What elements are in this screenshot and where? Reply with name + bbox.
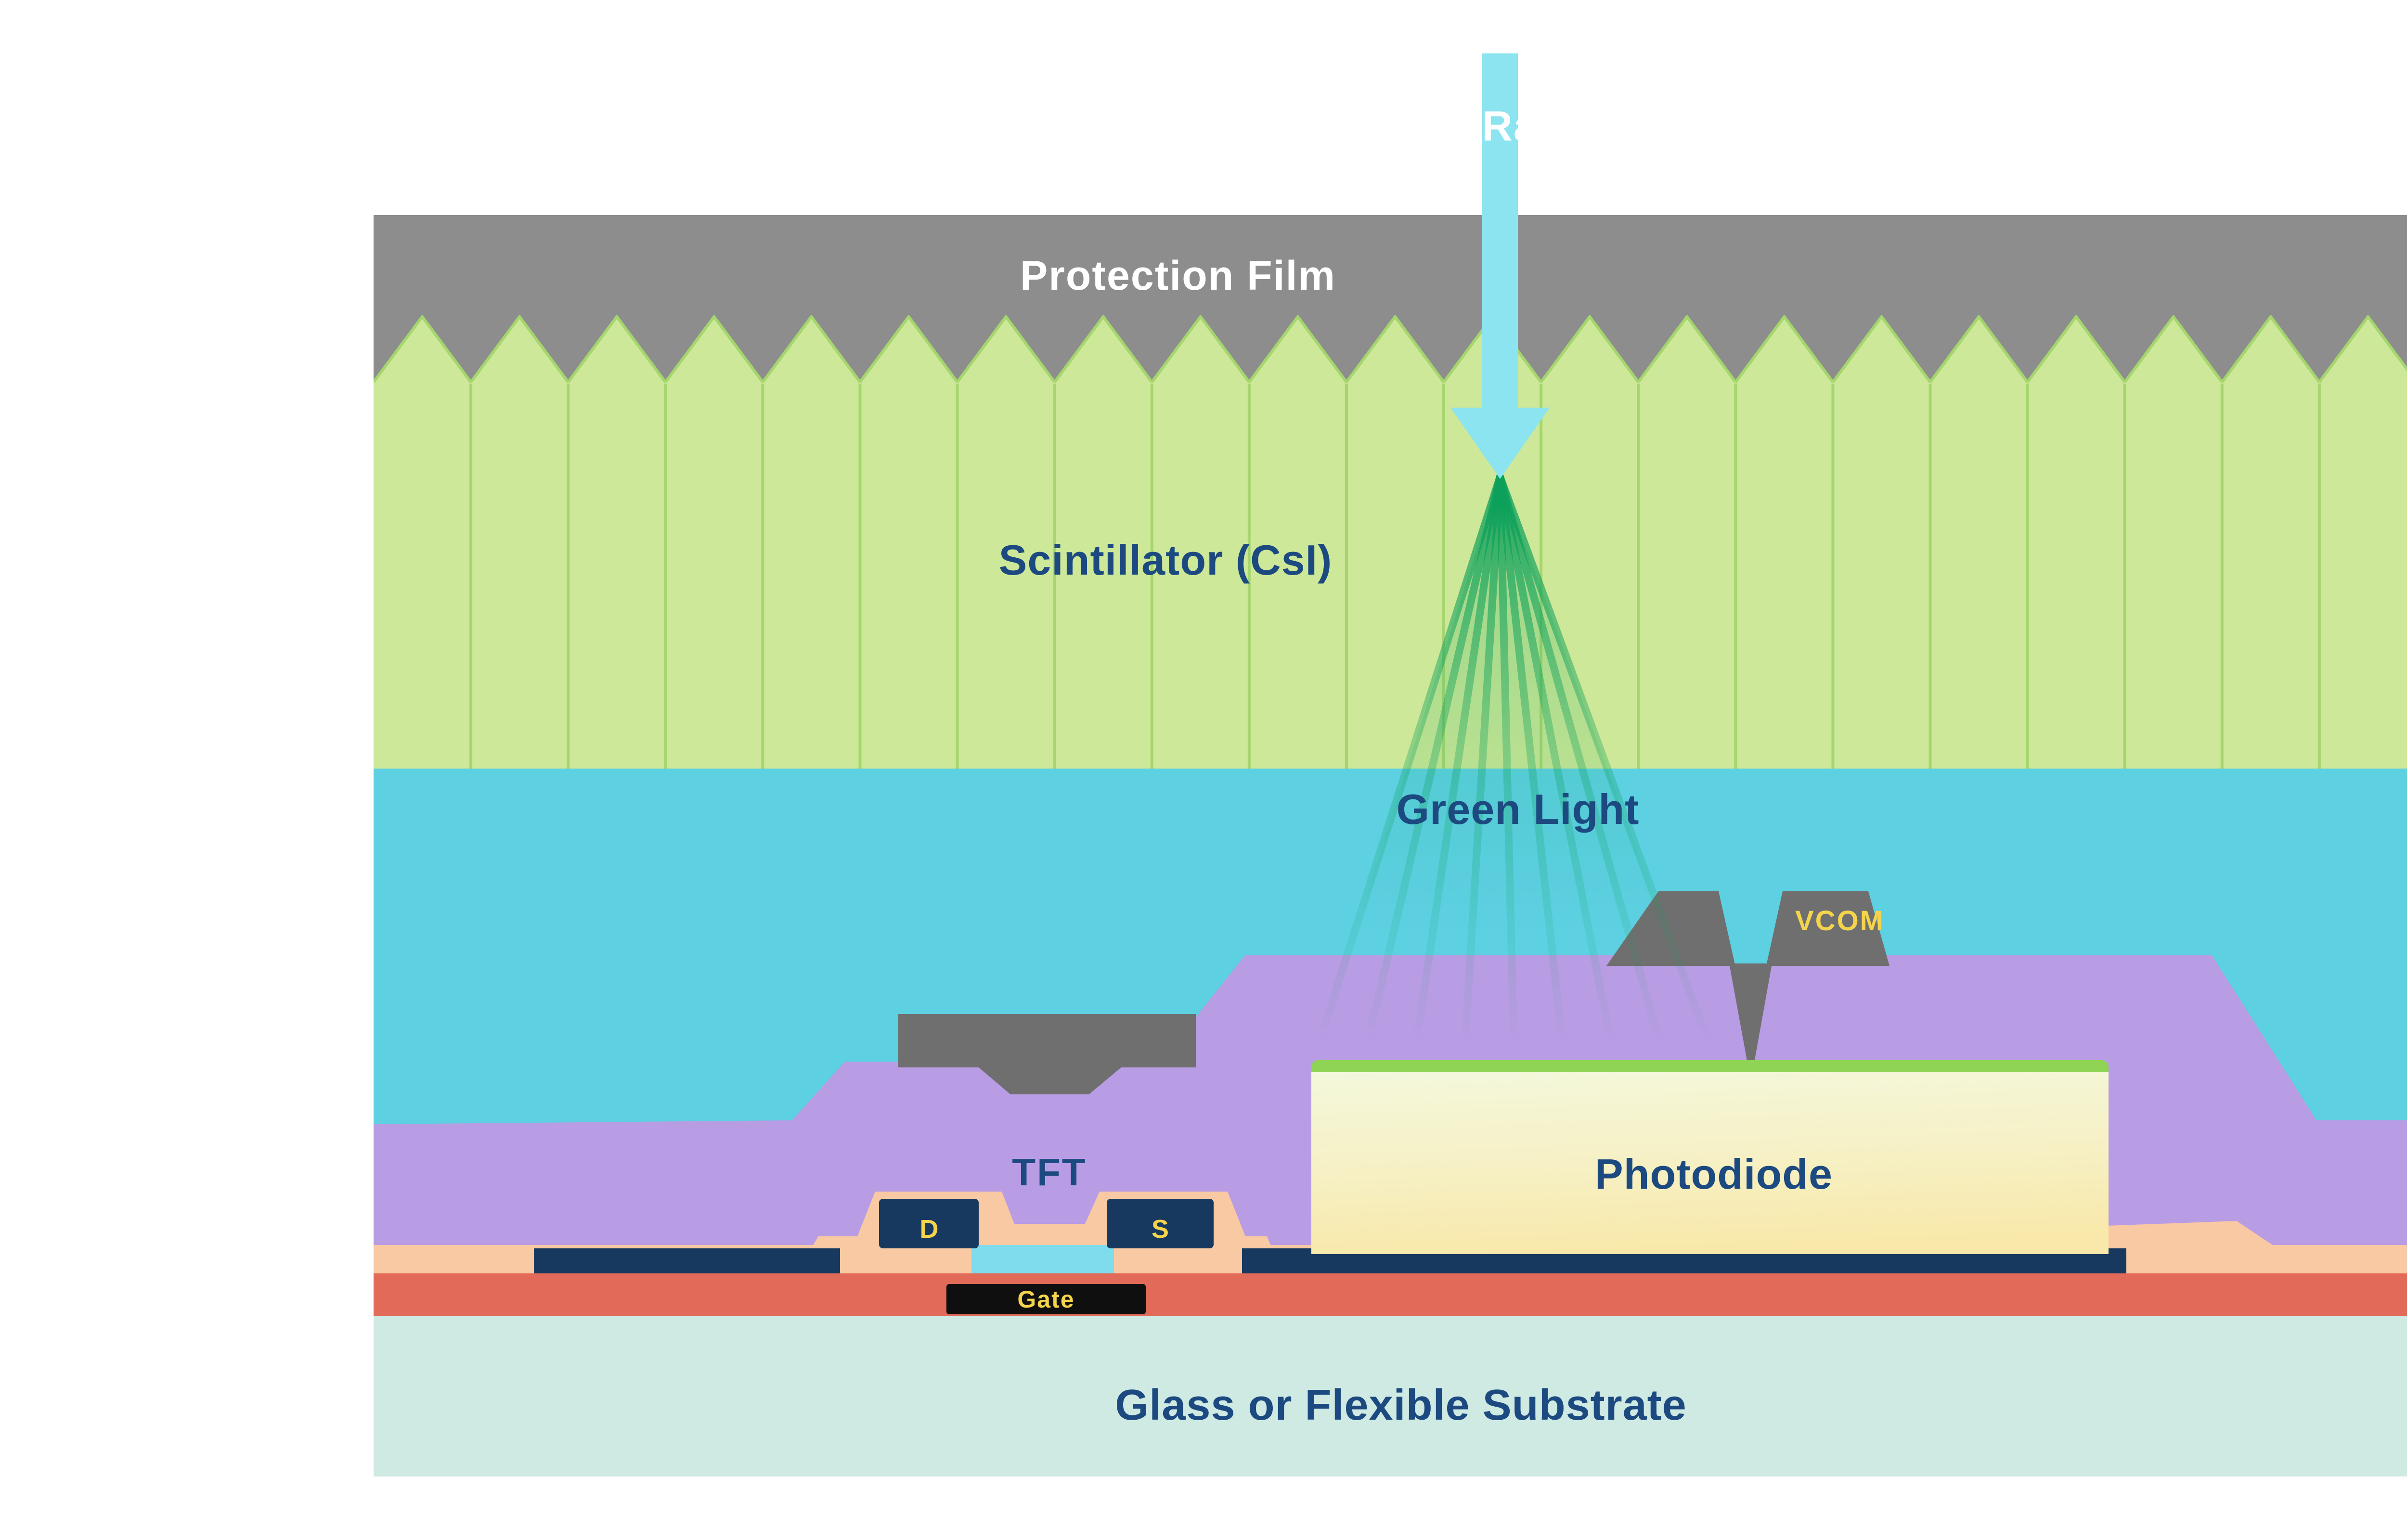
vcom-label: VCOM [1795,905,1885,937]
photodiode-body [1311,1072,2109,1254]
scintillator-label: Scintillator (CsI) [998,536,1333,584]
photodiode-label: Photodiode [1595,1150,1833,1198]
xray-arrow-head [1450,408,1550,479]
green-light-rays [1307,473,1721,1071]
xray-label: X-Ray [1437,102,1563,150]
gate-electrode [946,1284,1146,1314]
xray-arrow-shaft [1482,53,1518,410]
gate-label: Gate [1017,1286,1075,1313]
tft-label: TFT [1012,1151,1087,1194]
vcom-via-tip [1729,963,1772,1081]
cross-section-graphic [374,215,2407,1476]
xray-beam-arrow [1450,53,1550,479]
scintillator-columns [374,315,2407,769]
tft-drain-pad [879,1199,979,1248]
right-insulation-slope [2099,1221,2407,1279]
gate-line-layer [374,1273,2407,1316]
drain-label: D [919,1215,939,1244]
contact-electrode [898,1014,1196,1094]
green-light-label: Green Light [1396,785,1640,833]
substrate-layer [374,1316,2407,1476]
scintillator-body [374,382,2407,769]
tft-channel [971,1245,1114,1273]
substrate-label: Glass or Flexible Substrate [1115,1381,1687,1429]
protection-film-label: Protection Film [1020,253,1336,299]
source-label: S [1151,1215,1169,1244]
detector-cross-section [374,215,2407,1476]
tft-source-pad [1107,1199,1214,1248]
